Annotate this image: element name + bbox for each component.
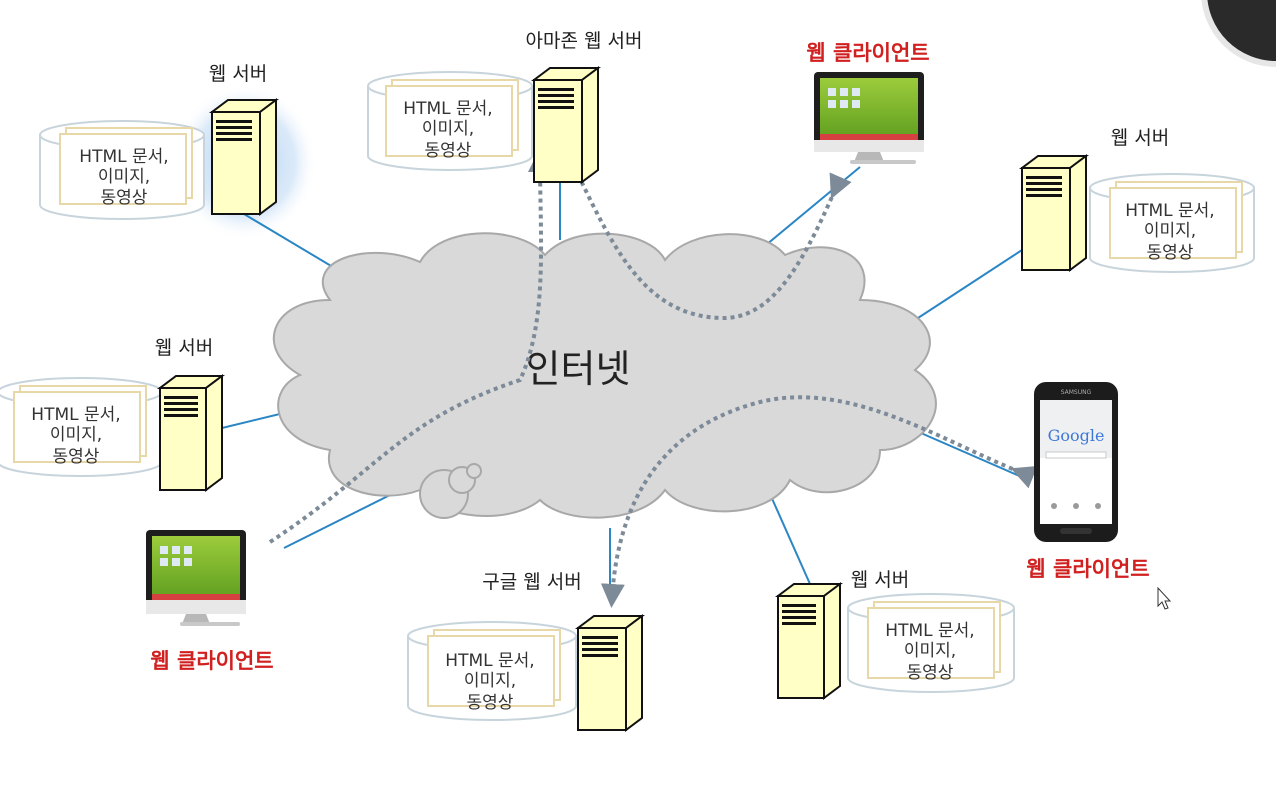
doc-line-2: 이미지, <box>464 671 516 691</box>
doc-line-3: 동영상 <box>101 188 148 208</box>
link-c1 <box>759 166 861 251</box>
server-label: 구글 웹 서버 <box>482 571 581 593</box>
web-server-6: HTML 문서, 이미지, 동영상 웹 서버 <box>775 569 1015 700</box>
doc-line-2: 이미지, <box>1144 221 1196 241</box>
cloud-label: 인터넷 <box>526 347 631 391</box>
amazon-web-server: HTML 문서, 이미지, 동영상 아마존 웹 서버 <box>367 30 643 184</box>
doc-line-1: HTML 문서, <box>31 405 120 425</box>
client-label: 웹 클라이언트 <box>150 649 273 673</box>
flow-arrows <box>268 148 1038 608</box>
doc-line-3: 동영상 <box>53 447 100 467</box>
web-server-1: HTML 문서, 이미지, 동영상 웹 서버 <box>39 63 279 220</box>
link-c3 <box>913 429 1025 479</box>
doc-line-2: 이미지, <box>50 425 102 445</box>
doc-line-3: 동영상 <box>425 141 472 161</box>
document-storage: HTML 문서, 이미지, 동영상 <box>367 71 533 171</box>
server-label: 웹 서버 <box>851 569 909 591</box>
server-label: 웹 서버 <box>1111 127 1169 149</box>
server-tower-icon <box>157 374 225 492</box>
flow-arrow-c1-s2 <box>565 149 852 321</box>
server-label: 웹 서버 <box>155 337 213 359</box>
doc-line-1: HTML 문서, <box>1125 201 1214 221</box>
smartphone-icon: SAMSUNG Google <box>1034 382 1118 542</box>
server-tower-icon <box>775 582 843 700</box>
google-web-server: HTML 문서, 이미지, 동영상 구글 웹 서버 <box>407 571 645 732</box>
link-s6 <box>769 493 811 585</box>
web-client-3: SAMSUNG Google 웹 클라이언트 <box>1026 382 1150 581</box>
monitor-icon <box>814 72 924 164</box>
web-server-4: HTML 문서, 이미지, 동영상 웹 서버 <box>0 337 225 492</box>
server-tower-icon <box>575 614 645 732</box>
web-server-3: HTML 문서, 이미지, 동영상 웹 서버 <box>1019 127 1255 273</box>
doc-line-1: HTML 문서, <box>403 99 492 119</box>
doc-line-3: 동영상 <box>907 663 954 683</box>
link-s3 <box>917 249 1023 319</box>
link-s4 <box>221 411 289 429</box>
doc-line-3: 동영상 <box>1147 243 1194 263</box>
phone-brand: SAMSUNG <box>1061 389 1092 396</box>
server-label: 아마존 웹 서버 <box>526 30 643 52</box>
doc-line-3: 동영상 <box>467 693 514 713</box>
document-storage: HTML 문서, 이미지, 동영상 <box>407 621 577 721</box>
client-label: 웹 클라이언트 <box>806 41 929 65</box>
server-label: 웹 서버 <box>209 63 267 85</box>
document-storage: HTML 문서, 이미지, 동영상 <box>847 593 1015 693</box>
monitor-icon <box>146 530 246 626</box>
google-logo: Google <box>1048 426 1105 445</box>
doc-line-1: HTML 문서, <box>885 621 974 641</box>
server-tower-icon <box>1019 154 1089 272</box>
document-storage: HTML 문서, 이미지, 동영상 <box>0 377 163 477</box>
server-tower-icon <box>209 98 279 216</box>
doc-line-1: HTML 문서, <box>445 651 534 671</box>
mouse-cursor-icon <box>1157 586 1172 610</box>
web-client-1: 웹 클라이언트 <box>806 41 930 164</box>
web-client-2: 웹 클라이언트 <box>146 530 274 673</box>
webcam-overlay <box>1201 0 1276 67</box>
flow-arrow-c2-s2 <box>268 148 553 544</box>
link-c2 <box>283 493 393 549</box>
document-storage: HTML 문서, 이미지, 동영상 <box>39 120 205 220</box>
flow-arrow-phone-s5 <box>600 395 1038 608</box>
internet-cloud: 인터넷 <box>272 232 937 519</box>
server-tower-icon <box>531 66 601 184</box>
document-storage: HTML 문서, 이미지, 동영상 <box>1089 173 1255 273</box>
doc-line-2: 이미지, <box>98 167 150 187</box>
doc-line-2: 이미지, <box>904 641 956 661</box>
doc-line-1: HTML 문서, <box>79 147 168 167</box>
client-label: 웹 클라이언트 <box>1026 557 1149 581</box>
doc-line-2: 이미지, <box>422 119 474 139</box>
